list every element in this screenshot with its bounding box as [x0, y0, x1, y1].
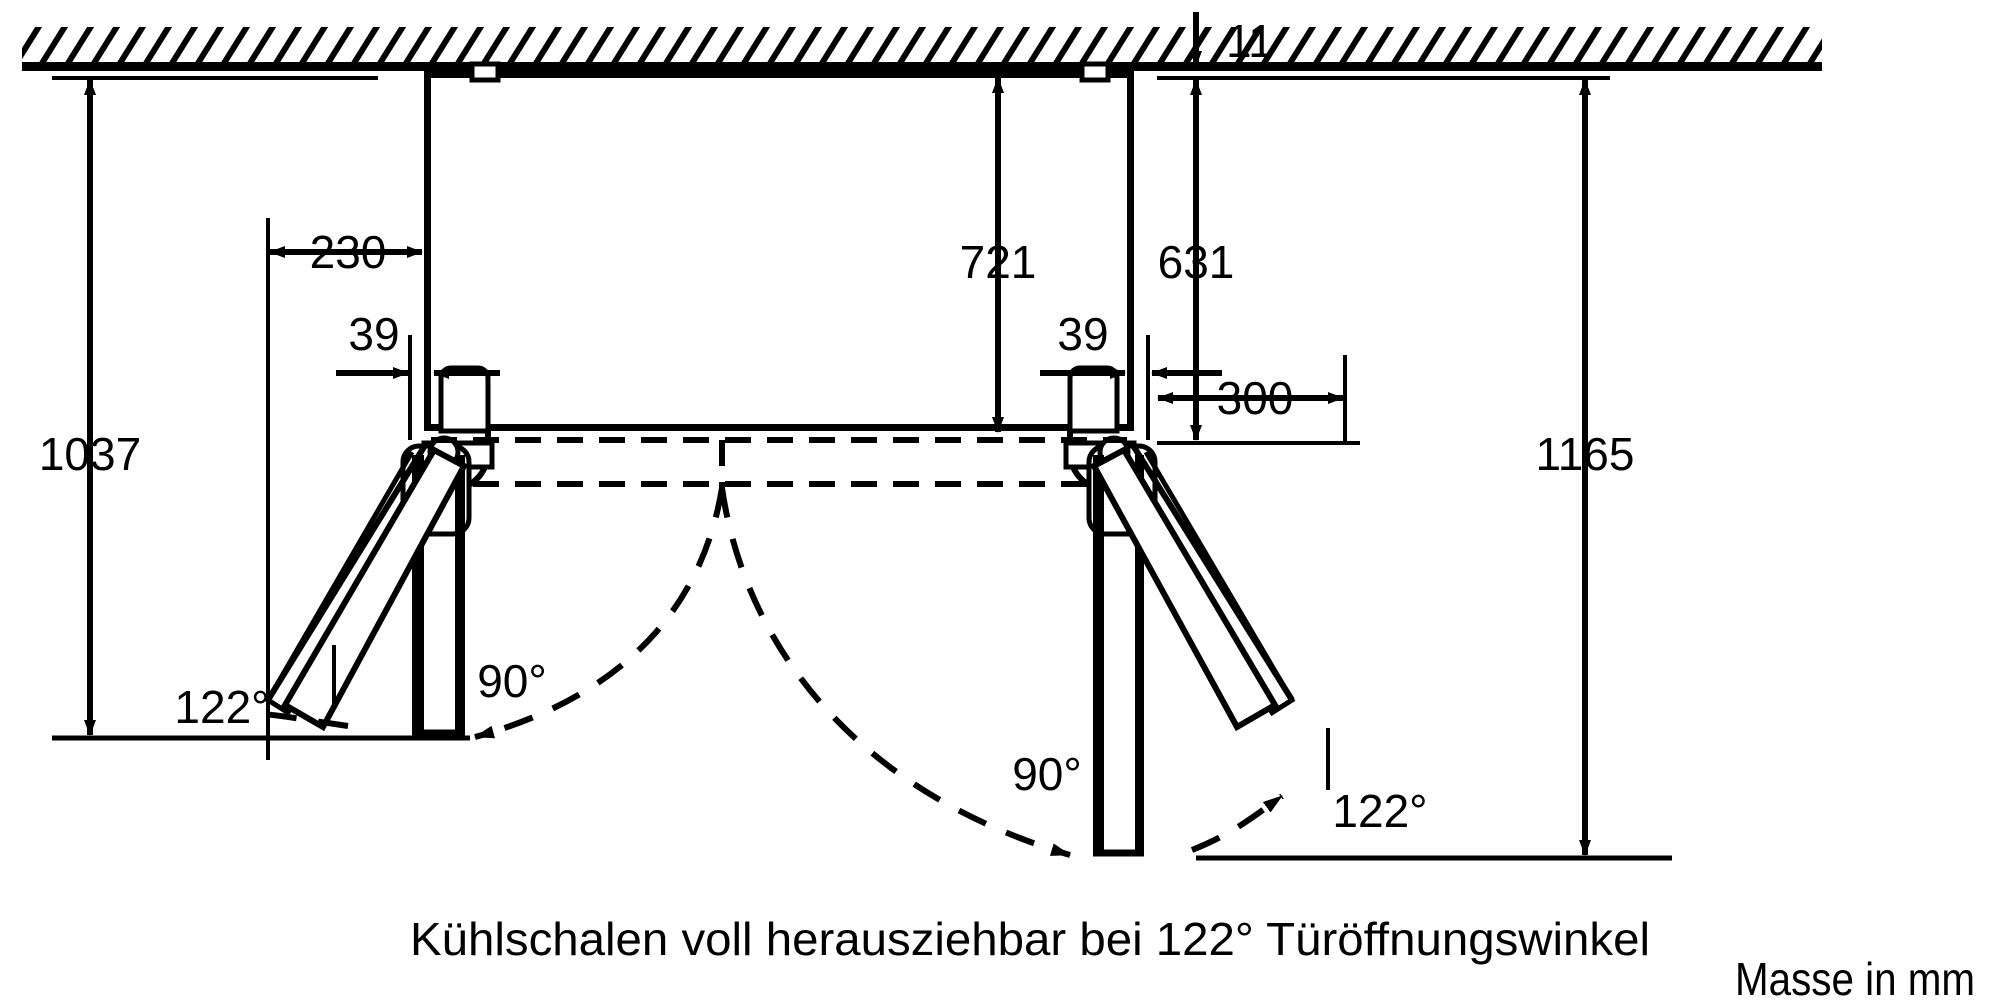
dimension-230-label: 230 — [310, 226, 387, 278]
dimension-1037: 1037 — [39, 76, 470, 740]
wall-hatch-band — [22, 27, 1822, 71]
dimension-300: 300 — [1157, 355, 1347, 442]
door-right-122deg — [1089, 445, 1296, 732]
dimension-721: 721 — [960, 77, 1037, 433]
dimension-230: 230 — [266, 218, 423, 760]
angle-left-122-label: 122° — [174, 681, 269, 733]
door-right-90deg — [1093, 455, 1144, 857]
dimension-300-label: 300 — [1217, 372, 1294, 424]
dimension-11-label: 11 — [1226, 15, 1274, 67]
dimension-39-left: 39 — [336, 308, 500, 440]
cabinet-outline — [424, 71, 1134, 431]
dimension-1037-label: 1037 — [39, 428, 141, 480]
angle-left-90-label: 90° — [477, 655, 547, 707]
door-left-122deg — [264, 445, 469, 732]
drawing-caption: Kühlschalen voll herausziehbar bei 122° … — [410, 913, 1650, 965]
dimension-39-right-label: 39 — [1057, 308, 1108, 360]
dimension-721-label: 721 — [960, 236, 1037, 288]
top-mounting-bracket-right — [1079, 61, 1111, 83]
dimension-11: 11 — [1190, 12, 1274, 67]
angle-right-122-label: 122° — [1332, 785, 1427, 837]
units-note: Masse in mm — [1735, 953, 1975, 1000]
top-mounting-bracket-left — [469, 61, 501, 83]
dimension-631: 631 — [1157, 76, 1610, 445]
dimension-631-label: 631 — [1158, 236, 1235, 288]
swing-arc-right — [719, 487, 1284, 858]
dimension-39-left-label: 39 — [348, 308, 399, 360]
dimension-39-right: 39 — [1040, 308, 1222, 440]
angle-right-90-label: 90° — [1012, 748, 1082, 800]
dimension-1165-label: 1165 — [1536, 428, 1635, 480]
door-closed-dashed-outline — [431, 437, 1127, 500]
dimension-1165: 1165 — [1390, 79, 1672, 860]
